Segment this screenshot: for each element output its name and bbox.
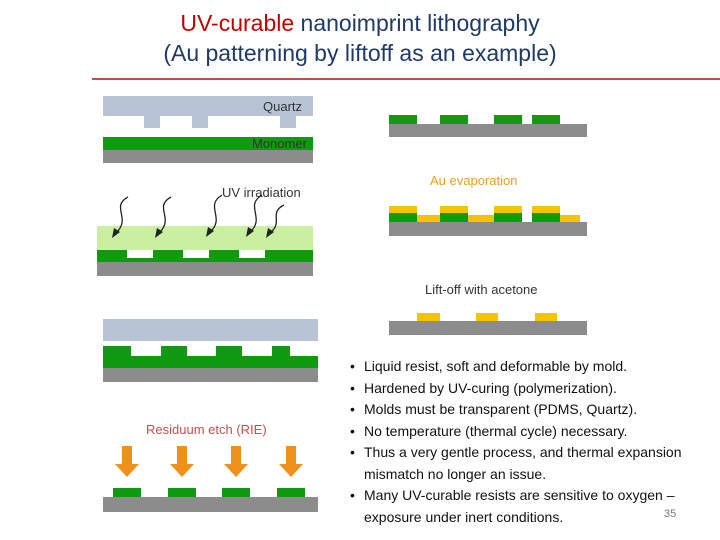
step-liftoff: Lift-off with acetone: [389, 282, 587, 335]
uv-arrowheads: [112, 227, 274, 238]
uv-substrate: [97, 262, 313, 276]
title-line-1: UV-curable nanoimprint lithography: [0, 8, 720, 38]
step-mold-release: [103, 319, 318, 382]
resist-block-3: [494, 115, 522, 124]
etched-resist: [113, 488, 305, 497]
au-gap-3: [560, 215, 580, 222]
au-resist: [389, 213, 560, 222]
uv-arrowhead-4: [246, 227, 254, 237]
etch-arrows: [115, 446, 303, 477]
bullet-item: No temperature (thermal cycle) necessary…: [350, 421, 714, 443]
au-cap-3: [494, 206, 522, 213]
au-cap-4: [532, 206, 560, 213]
title-highlight: UV-curable: [180, 10, 295, 36]
uv-ray-2: [158, 196, 172, 234]
resist-block-2: [440, 115, 468, 124]
au-lines: [417, 313, 557, 321]
uv-arrowhead-1: [112, 228, 120, 238]
step-residuum-etch: Residuum etch (RIE): [103, 422, 318, 512]
patterned-resist-blocks: [389, 115, 560, 124]
released-mold: [103, 319, 318, 341]
uv-label: UV irradiation: [222, 185, 301, 200]
au-cap-2: [440, 206, 468, 213]
uv-ray-5: [269, 204, 285, 234]
liftoff-substrate: [389, 321, 587, 335]
quartz-mold: [103, 96, 313, 128]
step-mold-monomer: Quartz Monomer: [103, 96, 313, 163]
uv-ray-1: [115, 196, 129, 234]
title-line-2: (Au patterning by liftoff as an example): [163, 40, 557, 66]
au-line-2: [476, 313, 498, 321]
uv-arrowhead-5: [266, 228, 274, 238]
uv-glow-region: [97, 226, 313, 250]
release-substrate: [103, 368, 318, 382]
cured-resist: [97, 250, 313, 262]
au-resist-block-2: [440, 213, 468, 222]
au-resist-block-3: [494, 213, 522, 222]
resist-block-1: [389, 115, 417, 124]
uv-ray-3: [209, 194, 223, 233]
bullet-item: Liquid resist, soft and deformable by mo…: [350, 356, 714, 378]
uv-ray-4: [249, 194, 263, 233]
etch-arrow-2: [170, 446, 194, 477]
au-resist-block-4: [532, 213, 560, 222]
title-rule: [92, 78, 720, 80]
etch-substrate: [103, 497, 318, 512]
slide-title: UV-curable nanoimprint lithography (Au p…: [0, 8, 720, 68]
au-caps: [389, 206, 560, 213]
etched-resist-block-1: [113, 488, 141, 497]
au-gap-1: [417, 215, 440, 222]
au-substrate: [389, 222, 587, 236]
step-au-evaporation: Au evaporation: [389, 173, 587, 236]
step-patterned-resist: [389, 115, 587, 137]
uv-arrowhead-3: [206, 227, 214, 237]
quartz-label: Quartz: [263, 99, 302, 114]
au-resist-block-1: [389, 213, 417, 222]
bullet-item: Molds must be transparent (PDMS, Quartz)…: [350, 399, 714, 421]
au-gap-2: [468, 215, 494, 222]
etched-resist-block-3: [222, 488, 250, 497]
rie-label: Residuum etch (RIE): [146, 422, 267, 437]
etched-resist-block-4: [277, 488, 305, 497]
title-rest: nanoimprint lithography: [294, 10, 540, 36]
au-label: Au evaporation: [430, 173, 517, 188]
bullet-item: Thus a very gentle process, and thermal …: [350, 442, 714, 485]
uv-arrowhead-2: [155, 228, 163, 238]
bullet-item: Hardened by UV-curing (polymerization).: [350, 378, 714, 400]
page-number: 35: [664, 508, 677, 520]
patterned-substrate: [389, 124, 587, 137]
etch-arrow-3: [224, 446, 248, 477]
au-line-3: [535, 313, 557, 321]
au-cap-1: [389, 206, 417, 213]
au-gaps: [417, 215, 580, 222]
au-line-1: [417, 313, 440, 321]
etch-arrow-1: [115, 446, 139, 477]
substrate-layer: [103, 150, 313, 163]
resist-block-4: [532, 115, 560, 124]
etched-resist-block-2: [168, 488, 196, 497]
bullet-item: Many UV-curable resists are sensitive to…: [350, 485, 714, 528]
monomer-label: Monomer: [252, 136, 308, 151]
bullet-list: Liquid resist, soft and deformable by mo…: [350, 356, 714, 528]
monomer-layer: [103, 137, 313, 150]
etch-arrow-4: [279, 446, 303, 477]
liftoff-label: Lift-off with acetone: [425, 282, 538, 297]
imprinted-resist: [103, 346, 318, 368]
step-uv-irradiation: UV irradiation: [97, 185, 313, 276]
uv-rays: [115, 194, 285, 234]
